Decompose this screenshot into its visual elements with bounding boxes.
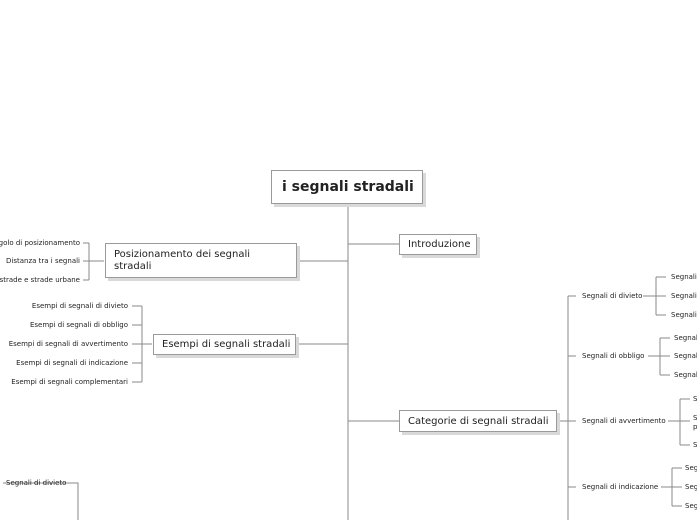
leaf-obbligo-1[interactable]: Segnal (674, 334, 697, 342)
subtopic-segnali-divieto[interactable]: Segnali di divieto (582, 292, 643, 300)
subtopic-esempi-avvertimento[interactable]: Esempi di segnali di avvertimento (8, 340, 128, 348)
leaf-obbligo-3[interactable]: Segnal (674, 371, 697, 379)
central-topic-title: i segnali stradali (282, 179, 414, 195)
leaf-avvertimento-3[interactable]: S (693, 441, 697, 449)
leaf-obbligo-2[interactable]: Segnal (674, 352, 697, 360)
subtopic-esempi-obbligo[interactable]: Esempi di segnali di obbligo (29, 321, 128, 329)
subtopic-autostrade-strade-urbane[interactable]: ostrade e strade urbane (0, 276, 80, 284)
subtopic-distanza-segnali[interactable]: Distanza tra i segnali (6, 257, 80, 265)
topic-categorie-label: Categorie di segnali stradali (408, 415, 549, 427)
leaf-divieto-3[interactable]: Segnali (671, 311, 697, 319)
topic-posizionamento-label: Posizionamento dei segnali stradali (114, 248, 251, 272)
topic-esempi[interactable]: Esempi di segnali stradali (153, 334, 296, 355)
topic-posizionamento[interactable]: Posizionamento dei segnali stradali (105, 243, 297, 278)
subtopic-esempi-divieto[interactable]: Esempi di segnali di divieto (31, 302, 128, 310)
subtopic-bottom-segnali-divieto[interactable]: Segnali di divieto (6, 479, 67, 487)
leaf-avvertimento-2b: p (693, 423, 697, 431)
topic-introduzione[interactable]: Introduzione (399, 234, 477, 255)
subtopic-esempi-indicazione[interactable]: Esempi di segnali di indicazione (16, 359, 128, 367)
topic-introduzione-label: Introduzione (408, 239, 471, 250)
leaf-avvertimento-1[interactable]: S (693, 395, 697, 403)
subtopic-segnali-obbligo[interactable]: Segnali di obbligo (582, 352, 645, 360)
leaf-divieto-1[interactable]: Segnali (671, 273, 697, 281)
leaf-indicazione-2[interactable]: Seg (685, 483, 697, 491)
subtopic-angolo-posizionamento[interactable]: golo di posizionamento (0, 239, 80, 247)
leaf-divieto-2[interactable]: Segnali (671, 292, 697, 300)
leaf-avvertimento-2[interactable]: S (693, 414, 697, 422)
central-topic[interactable]: i segnali stradali (271, 170, 423, 204)
topic-esempi-label: Esempi di segnali stradali (162, 339, 291, 350)
topic-categorie[interactable]: Categorie di segnali stradali (399, 410, 557, 432)
leaf-indicazione-1[interactable]: Seg (685, 464, 697, 472)
subtopic-segnali-indicazione[interactable]: Segnali di indicazione (582, 483, 659, 491)
leaf-indicazione-3[interactable]: Seg (685, 502, 697, 510)
subtopic-esempi-complementari[interactable]: Esempi di segnali complementari (11, 378, 128, 386)
subtopic-segnali-avvertimento[interactable]: Segnali di avvertimento (582, 417, 666, 425)
